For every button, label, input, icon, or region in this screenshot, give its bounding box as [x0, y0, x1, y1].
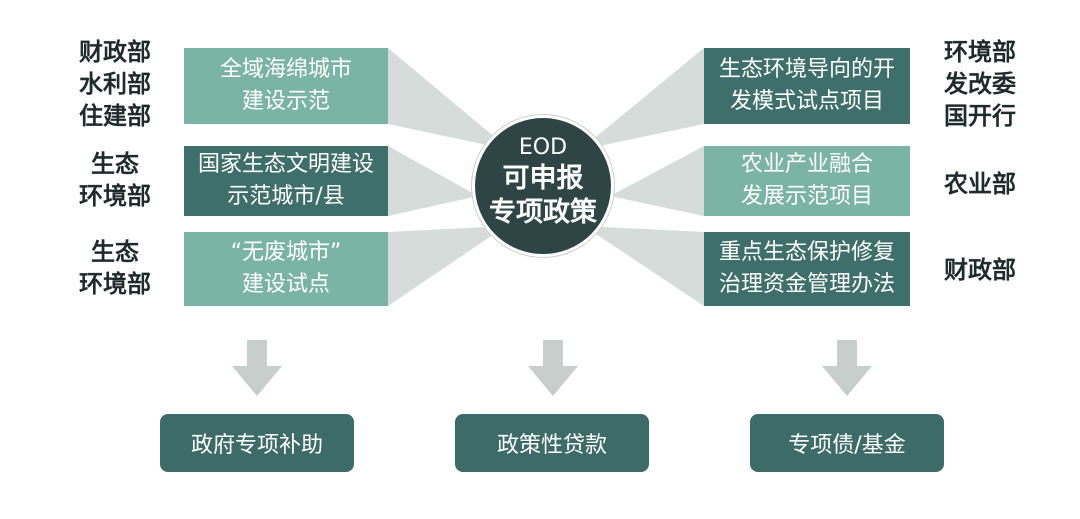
center-circle: EOD 可申报 专项政策	[472, 115, 614, 257]
wedge-right-1	[580, 48, 704, 150]
outcome-policy-loan: 政策性贷款	[455, 414, 649, 472]
down-arrow-icon	[232, 340, 282, 396]
center-line-3: 专项政策	[489, 197, 597, 228]
wedge-left-3	[388, 226, 506, 306]
policy-box-right-3: 重点生态保护修复 治理资金管理办法	[704, 232, 910, 306]
wedge-left-2	[388, 146, 478, 216]
agency-left-3: 生态 环境部	[79, 238, 151, 298]
down-arrow-icon	[822, 340, 872, 396]
agency-right-2: 农业部	[944, 170, 1016, 198]
center-line-2: 可申报	[502, 163, 584, 194]
outcome-government-subsidy: 政府专项补助	[160, 414, 354, 472]
agency-left-2: 生态 环境部	[79, 150, 151, 210]
down-arrow-icon	[528, 340, 578, 396]
policy-box-right-2: 农业产业融合 发展示范项目	[704, 146, 910, 216]
policy-box-left-3: “无废城市” 建设试点	[184, 232, 388, 306]
policy-box-left-1: 全域海绵城市 建设示范	[184, 48, 388, 124]
agency-right-1: 环境部 发改委 国开行	[944, 38, 1016, 130]
wedge-right-2	[610, 146, 704, 216]
policy-box-left-2: 国家生态文明建设 示范城市/县	[184, 146, 388, 216]
wedge-right-3	[584, 226, 704, 306]
agency-left-1: 财政部 水利部 住建部	[79, 38, 151, 130]
wedge-left-1	[388, 48, 510, 150]
policy-box-right-1: 生态环境导向的开 发模式试点项目	[704, 48, 910, 124]
outcome-special-bond-fund: 专项债/基金	[750, 414, 944, 472]
agency-right-3: 财政部	[944, 256, 1016, 284]
center-eod-label: EOD	[518, 135, 568, 160]
